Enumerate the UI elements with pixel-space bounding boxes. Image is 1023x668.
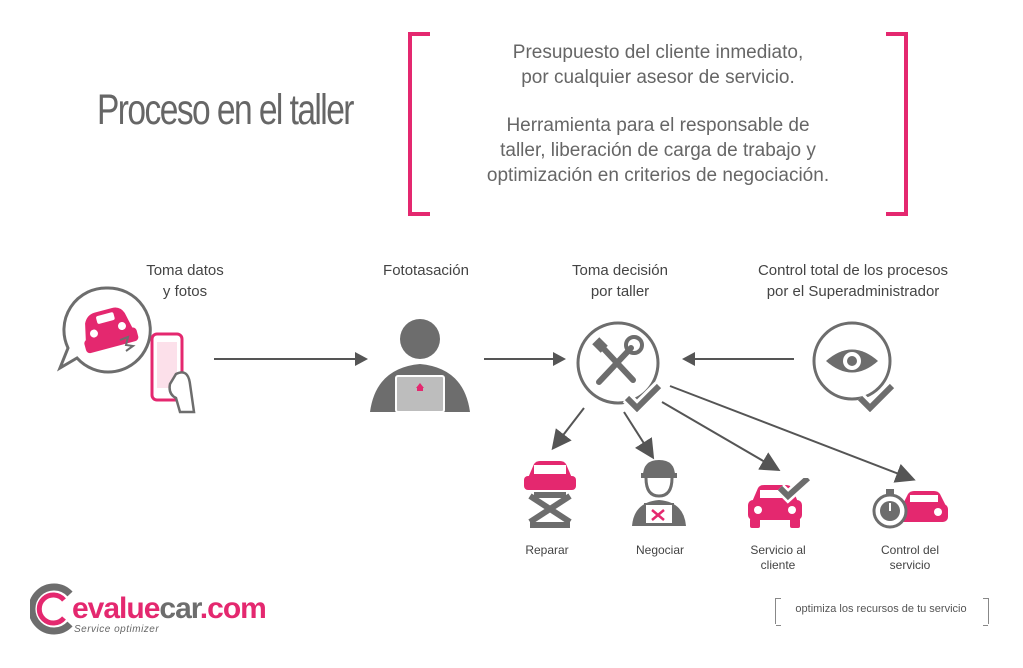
tools-check-icon	[576, 321, 664, 412]
outcome-label-negociar: Negociar	[635, 543, 685, 557]
arrow-step1-to-step2	[214, 352, 368, 366]
car-check-icon	[748, 478, 812, 528]
arrow-to-servicio	[661, 401, 781, 472]
car-lift-icon	[524, 461, 576, 528]
intro-line-2: por cualquier asesor de servicio.	[521, 67, 795, 88]
mechanic-icon	[632, 460, 686, 526]
step-label-fototasacion: Fototasación	[383, 262, 469, 279]
intro-line-5: optimización en criterios de negociación…	[486, 165, 830, 186]
intro-paragraph-2: Herramienta para el responsable de talle…	[432, 113, 884, 188]
stopwatch-car-icon	[872, 489, 948, 529]
page-title: Proceso en el taller	[97, 86, 354, 134]
evaluecar-logo-text: evaluecar.com	[72, 592, 267, 625]
intro-line-1: Presupuesto del cliente inmediato,	[512, 42, 804, 63]
intro-paragraph-1: Presupuesto del cliente inmediato, por c…	[432, 40, 884, 90]
arrow-to-control	[669, 385, 916, 483]
arrow-step4-to-step3	[682, 352, 794, 366]
evaluecar-logo-mark	[30, 583, 73, 635]
arrow-to-negociar	[623, 411, 655, 460]
outcome-label-reparar: Reparar	[525, 543, 569, 557]
arrow-to-reparar	[551, 407, 585, 451]
bracket-right	[886, 32, 908, 216]
intro-line-3: Herramienta para el responsable de	[506, 115, 810, 136]
speech-bubble-car-icon	[56, 286, 196, 414]
bracket-left	[408, 32, 430, 216]
slogan-bracket	[775, 598, 989, 626]
slogan-text: optimiza los recursos de tu servicio	[795, 603, 967, 615]
phone-hand-icon	[150, 332, 196, 414]
eye-check-icon	[812, 321, 897, 412]
intro-line-4: taller, liberación de carga de trabajo y	[500, 140, 816, 161]
logo-tagline: Service optimizer	[74, 624, 160, 635]
person-laptop-icon	[370, 319, 470, 413]
arrow-step2-to-step3	[484, 352, 566, 366]
